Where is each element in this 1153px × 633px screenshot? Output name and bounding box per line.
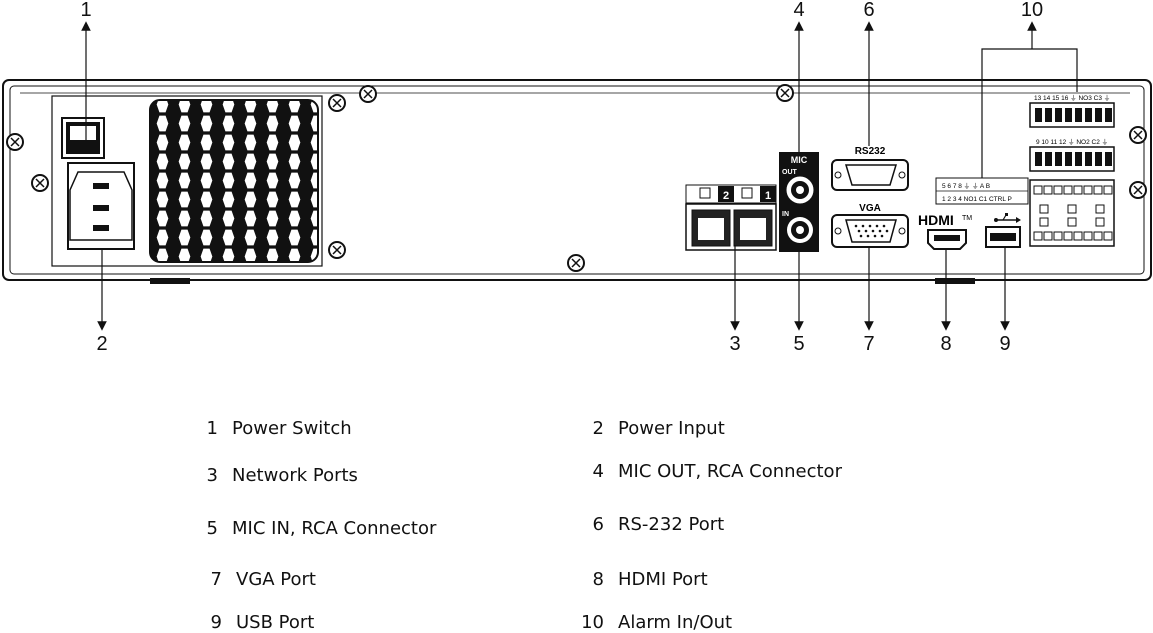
alarm-terminals: 13 14 15 16 ⏚ NO3 C3 ⏚ 9 10 11 12 ⏚ NO2 … — [935, 94, 1115, 247]
legend-item-2: 2 Power Input — [576, 418, 725, 439]
callout-10: 10 — [1021, 0, 1043, 21]
legend-number: 5 — [206, 518, 218, 539]
legend-text: USB Port — [236, 612, 315, 633]
legend-item-9: 9 USB Port — [194, 612, 315, 633]
legend-text: Alarm In/Out — [618, 612, 733, 633]
hdmi-port: HDMI TM — [918, 212, 972, 250]
callout-9: 9 — [999, 333, 1010, 355]
legend-text: MIC IN, RCA Connector — [232, 518, 437, 539]
mic-label: MIC — [791, 155, 808, 165]
alarm-low-row-top-label: 5 6 7 8 ⏚ ⏚ A B — [942, 182, 990, 190]
legend-text: MIC OUT, RCA Connector — [618, 461, 842, 482]
mic-in-label: IN — [782, 211, 789, 218]
callout-8: 8 — [940, 333, 951, 355]
screw-icons — [6, 84, 1147, 272]
callout-2: 2 — [96, 333, 107, 355]
legend-number: 8 — [592, 569, 604, 590]
legend-number: 10 — [581, 612, 604, 633]
usb-icon — [994, 213, 1021, 223]
legend-item-10: 10 Alarm In/Out — [576, 612, 732, 633]
legend-number: 1 — [206, 418, 218, 439]
legend-text: Network Ports — [232, 465, 358, 486]
legend-number: 3 — [206, 465, 218, 486]
callout-3: 3 — [729, 333, 740, 355]
callout-5: 5 — [793, 333, 804, 355]
rs232-port: RS232 — [831, 146, 909, 191]
legend-number: 7 — [210, 569, 222, 590]
callout-numbers: 1 2 3 4 5 6 7 8 9 10 — [80, 0, 1043, 355]
legend-item-4: 4 MIC OUT, RCA Connector — [576, 461, 842, 482]
vga-port: VGA — [831, 203, 909, 248]
legend-number: 9 — [210, 612, 222, 633]
legend-item-1: 1 Power Switch — [190, 418, 352, 439]
vga-label: VGA — [859, 203, 881, 214]
network-ports: 2 1 — [685, 184, 777, 251]
legend-text: Power Input — [618, 418, 725, 439]
legend-item-5: 5 MIC IN, RCA Connector — [190, 518, 437, 539]
legend-item-8: 8 HDMI Port — [576, 569, 708, 590]
callout-1: 1 — [80, 0, 91, 21]
lan-port-2-label: 2 — [723, 190, 729, 202]
alarm-low-row-bottom-label: 1 2 3 4 NO1 C1 CTRL P — [942, 196, 1012, 203]
callout-4: 4 — [793, 0, 804, 21]
hdmi-tm: TM — [962, 215, 972, 222]
legend-number: 6 — [592, 514, 604, 535]
legend-text: RS-232 Port — [618, 514, 725, 535]
legend-number: 2 — [592, 418, 604, 439]
power-input-socket — [67, 162, 135, 250]
fan-grille-icon — [149, 99, 319, 263]
usb-port — [985, 213, 1021, 248]
legend-text: HDMI Port — [618, 569, 708, 590]
rear-panel-diagram: 2 1 MIC OUT IN RS232 VGA — [2, 0, 1152, 355]
callout-6: 6 — [863, 0, 874, 21]
legend-item-6: 6 RS-232 Port — [576, 514, 725, 535]
legend-text: VGA Port — [236, 569, 316, 590]
rs232-label: RS232 — [855, 146, 886, 157]
legend-item-7: 7 VGA Port — [194, 569, 316, 590]
lan-port-1-label: 1 — [765, 190, 771, 202]
legend-number: 4 — [592, 461, 604, 482]
power-module — [51, 95, 323, 267]
hdmi-label: HDMI — [918, 212, 954, 228]
alarm-top-row-label: 13 14 15 16 ⏚ NO3 C3 ⏚ — [1034, 94, 1110, 102]
alarm-mid-row-label: 9 10 11 12 ⏚ NO2 C2 ⏚ — [1036, 138, 1108, 146]
legend-item-3: 3 Network Ports — [190, 465, 358, 486]
leader-lines — [81, 21, 1078, 331]
mic-out-label: OUT — [782, 169, 798, 176]
mic-block: MIC OUT IN — [779, 152, 819, 252]
legend-text: Power Switch — [232, 418, 352, 439]
callout-7: 7 — [863, 333, 874, 355]
